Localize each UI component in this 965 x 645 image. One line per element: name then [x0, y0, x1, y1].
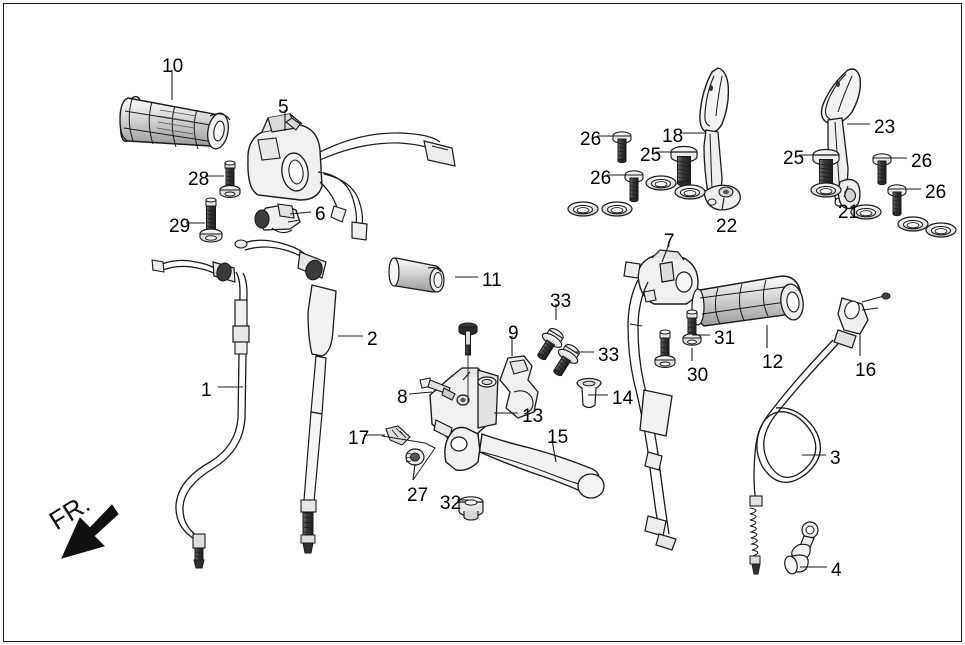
callout-number-32: 32 [440, 493, 462, 514]
callout-number-28: 28 [188, 169, 210, 190]
washer-r1 [810, 182, 842, 198]
leader-21 [843, 185, 849, 198]
washer-l1 [645, 175, 677, 191]
callout-number-27: 27 [407, 485, 429, 506]
callout-number-3: 3 [830, 448, 841, 469]
part-6-clutch-switch [254, 203, 301, 234]
part-1-cable-fittings [151, 259, 250, 569]
callout-leader-lines [171, 70, 921, 568]
part-29-screw [199, 197, 223, 243]
part-8-pin [419, 377, 456, 401]
callout-number-25a: 25 [640, 145, 662, 166]
callout-number-30: 30 [687, 365, 709, 386]
callout-number-31: 31 [714, 328, 736, 349]
part-7-right-switch-assembly [623, 249, 699, 551]
callout-number-26b: 26 [590, 168, 612, 189]
washer-r3 [897, 216, 929, 232]
leader-7 [661, 243, 670, 263]
leader-15 [551, 439, 557, 463]
part-16-cable-fitting [833, 292, 891, 349]
leader-6 [289, 211, 312, 215]
part-2-clutch-cable [234, 239, 337, 554]
part-9-clamp [499, 355, 539, 419]
callout-number-13: 13 [522, 406, 544, 427]
callout-number-25b: 25 [783, 148, 805, 169]
leader-27 [412, 463, 416, 481]
callout-number-9: 9 [508, 323, 519, 344]
callout-number-16: 16 [855, 360, 877, 381]
callout-number-26a: 26 [580, 129, 602, 150]
front-direction-arrow [61, 504, 119, 559]
callout-number-2: 2 [367, 329, 378, 350]
callout-number-15: 15 [547, 427, 569, 448]
part-5-left-switch-assembly [247, 113, 456, 241]
part-17-screw [385, 425, 411, 446]
callout-number-18: 18 [662, 126, 684, 147]
part-4-rubber-boot [784, 521, 819, 575]
callout-number-33a: 33 [550, 291, 572, 312]
part-12-right-grip [691, 275, 804, 327]
part-28-screw [219, 160, 241, 199]
part-21-mirror-base [837, 178, 861, 210]
callout-number-22: 22 [716, 216, 738, 237]
callout-number-29: 29 [169, 216, 191, 237]
callout-number-17: 17 [348, 428, 370, 449]
part-3-throttle-cable [753, 339, 839, 503]
part-1-cable [161, 259, 248, 546]
callout-number-11: 11 [482, 270, 502, 291]
part-30-screw [654, 329, 676, 369]
part-22-mirror-base [703, 184, 741, 211]
callout-number-26d: 26 [925, 182, 947, 203]
part-14-grommet [576, 377, 602, 409]
callout-number-14: 14 [612, 388, 634, 409]
callout-number-21: 21 [838, 202, 860, 223]
part-24-pivot-bolt [458, 322, 478, 403]
part-27-nut [405, 448, 425, 466]
part-11-throttle-tube [388, 257, 445, 293]
callout-number-6: 6 [315, 204, 326, 225]
washer-l4 [601, 201, 633, 217]
part-3-cable-spring [748, 495, 763, 575]
callout-number-10: 10 [162, 56, 184, 77]
part-32-nut [458, 496, 484, 521]
callout-number-23: 23 [874, 117, 896, 138]
part-31-screw [682, 309, 702, 346]
callout-number-5: 5 [278, 97, 289, 118]
callout-number-7: 7 [664, 231, 675, 252]
part-15-lever [444, 426, 605, 499]
part-18-left-mirror [699, 67, 730, 202]
washer-l3 [567, 201, 599, 217]
leader-22 [721, 197, 725, 211]
callout-number-8: 8 [397, 387, 408, 408]
callout-number-4: 4 [831, 560, 842, 581]
callout-number-33b: 33 [598, 345, 620, 366]
part-10-left-grip [119, 95, 231, 150]
part-26b-bolt [624, 170, 644, 203]
washer-l2 [674, 184, 706, 200]
washer-r4 [925, 222, 957, 238]
leader-8 [408, 391, 433, 395]
callout-number-12: 12 [762, 352, 784, 373]
callout-number-1: 1 [201, 380, 212, 401]
callout-number-26c: 26 [911, 151, 933, 172]
